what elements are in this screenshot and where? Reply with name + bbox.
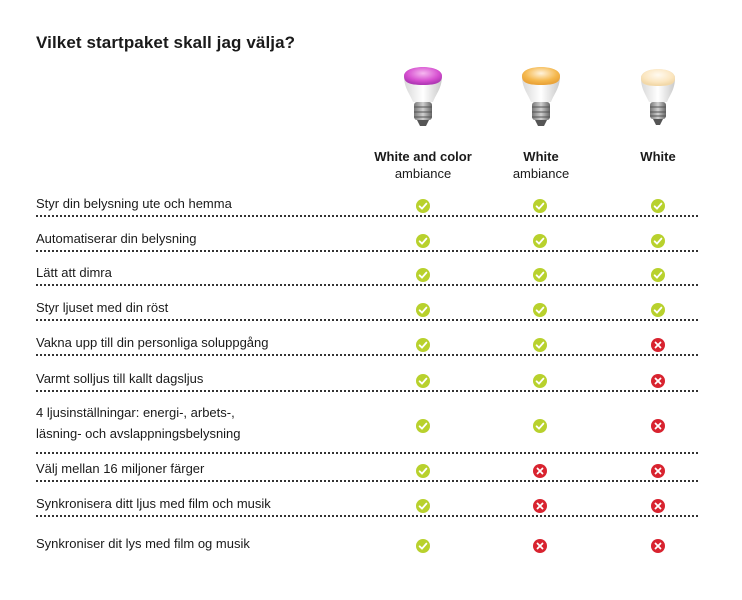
row-divider xyxy=(36,215,698,217)
feature-label: läsning- och avslappningsbelysning xyxy=(36,426,241,441)
column-white-ambiance: White ambiance xyxy=(466,58,616,182)
column-white-and-color: White and color ambiance xyxy=(348,58,498,182)
check-icon xyxy=(416,374,430,388)
ambiance-bulb-icon xyxy=(522,67,560,126)
feature-label: Styr ljuset med din röst xyxy=(36,300,169,315)
cross-icon xyxy=(651,539,665,553)
page-title: Vilket startpaket skall jag välja? xyxy=(36,33,296,52)
feature-label: Varmt solljus till kallt dagsljus xyxy=(36,371,204,386)
check-icon xyxy=(416,539,430,553)
cross-icon xyxy=(533,539,547,553)
check-icon xyxy=(651,234,665,248)
feature-label: Synkronisera ditt ljus med film och musi… xyxy=(36,496,271,511)
check-icon xyxy=(416,199,430,213)
row-divider xyxy=(36,354,698,356)
white-bulb-icon xyxy=(641,69,675,125)
feature-label: Vakna upp till din personliga soluppgång xyxy=(36,335,269,350)
check-icon xyxy=(416,303,430,317)
color-bulb-icon xyxy=(404,67,442,126)
row-divider xyxy=(36,284,698,286)
cross-icon xyxy=(651,499,665,513)
cross-icon xyxy=(533,464,547,478)
feature-label: Välj mellan 16 miljoner färger xyxy=(36,461,205,476)
row-divider xyxy=(36,390,698,392)
check-icon xyxy=(533,234,547,248)
column-name: White xyxy=(523,149,559,164)
check-icon xyxy=(416,268,430,282)
column-name: White xyxy=(640,149,676,164)
row-divider xyxy=(36,319,698,321)
feature-label: Lätt att dimra xyxy=(36,265,112,280)
check-icon xyxy=(416,499,430,513)
feature-label: Synkroniser dit lys med film og musik xyxy=(36,536,250,551)
row-divider xyxy=(36,452,698,454)
check-icon xyxy=(533,374,547,388)
check-icon xyxy=(651,199,665,213)
check-icon xyxy=(416,464,430,478)
row-divider xyxy=(36,480,698,482)
check-icon xyxy=(651,268,665,282)
cross-icon xyxy=(651,419,665,433)
feature-label: Automatiserar din belysning xyxy=(36,231,197,246)
cross-icon xyxy=(651,464,665,478)
cross-icon xyxy=(651,338,665,352)
check-icon xyxy=(416,234,430,248)
row-divider xyxy=(36,250,698,252)
cross-icon xyxy=(651,374,665,388)
check-icon xyxy=(533,268,547,282)
check-icon xyxy=(533,419,547,433)
row-divider xyxy=(36,515,698,517)
column-subtitle: ambiance xyxy=(394,166,452,181)
check-icon xyxy=(533,199,547,213)
feature-label: 4 ljusinställningar: energi-, arbets-, xyxy=(36,405,235,420)
check-icon xyxy=(416,419,430,433)
check-icon xyxy=(416,338,430,352)
column-name: White and color xyxy=(374,149,472,164)
check-icon xyxy=(533,338,547,352)
cross-icon xyxy=(533,499,547,513)
feature-label: Styr din belysning ute och hemma xyxy=(36,196,232,211)
check-icon xyxy=(651,303,665,317)
column-subtitle: ambiance xyxy=(512,166,570,181)
check-icon xyxy=(533,303,547,317)
column-white: White xyxy=(583,58,733,165)
